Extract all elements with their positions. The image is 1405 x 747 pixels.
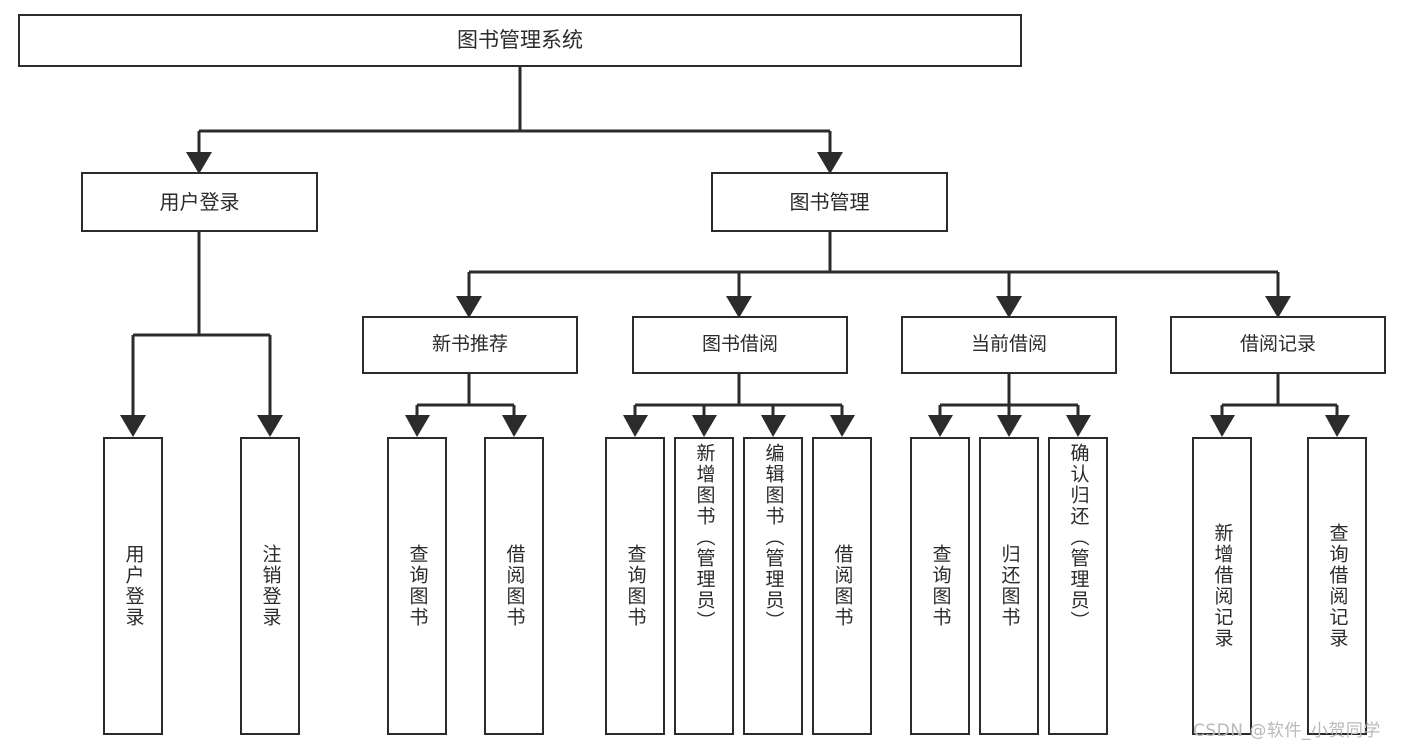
node-label: 借阅图书 (831, 544, 854, 628)
arrowhead-nsr-2 (502, 415, 527, 437)
arrowhead-bm-1 (456, 296, 482, 318)
node-label: 新增借阅记录 (1211, 523, 1234, 649)
node-label: 查询图书 (929, 544, 952, 628)
node-label: 新书推荐 (431, 333, 508, 356)
node-book-borrow[interactable]: 图书借阅 (632, 316, 848, 374)
leaf-record-query-record[interactable]: 查询借阅记录 (1307, 437, 1367, 735)
arrowhead-tsjy-1 (623, 415, 648, 437)
arrowhead-tsjy-3 (761, 415, 786, 437)
node-label: 查询图书 (624, 544, 647, 628)
arrowhead-book-manage (817, 152, 843, 174)
arrowhead-bm-3 (996, 296, 1022, 318)
leaf-current-query-book[interactable]: 查询图书 (910, 437, 970, 735)
leaf-current-confirm-return[interactable]: 确认归还（管理员） (1048, 437, 1108, 735)
leaf-record-add-record[interactable]: 新增借阅记录 (1192, 437, 1252, 735)
arrowhead-dqjy-1 (928, 415, 953, 437)
node-new-book-recommend[interactable]: 新书推荐 (362, 316, 578, 374)
leaf-inner: 编辑图书（管理员） (745, 439, 801, 737)
leaf-inner: 查询借阅记录 (1309, 439, 1365, 733)
leaf-user-login-logout[interactable]: 注销登录 (240, 437, 300, 735)
leaf-inner: 借阅图书 (486, 439, 542, 733)
node-label: 归还图书 (998, 544, 1021, 628)
leaf-inner: 查询图书 (607, 439, 663, 733)
leaf-inner: 确认归还（管理员） (1050, 439, 1106, 737)
arrowhead-dqjy-3 (1066, 415, 1091, 437)
node-label: 查询借阅记录 (1326, 523, 1349, 649)
csdn-watermark: CSDN @软件_小贺同学 (1193, 721, 1381, 741)
leaf-recommend-borrow-book[interactable]: 借阅图书 (484, 437, 544, 735)
node-label: 编辑图书（管理员） (762, 443, 785, 632)
arrowhead-bm-2 (726, 296, 752, 318)
leaf-recommend-query-book[interactable]: 查询图书 (387, 437, 447, 735)
leaf-inner: 查询图书 (389, 439, 445, 733)
node-label: 当前借阅 (970, 333, 1047, 356)
node-label: 图书借阅 (701, 333, 778, 356)
leaf-borrow-add-book[interactable]: 新增图书（管理员） (674, 437, 734, 735)
node-label: 借阅记录 (1239, 333, 1316, 356)
arrowhead-nsr-1 (405, 415, 430, 437)
leaf-borrow-query-book[interactable]: 查询图书 (605, 437, 665, 735)
node-label: 新增图书（管理员） (693, 443, 716, 632)
leaf-inner: 借阅图书 (814, 439, 870, 733)
arrowhead-user-login (186, 152, 212, 174)
arrowhead-tsjy-4 (830, 415, 855, 437)
arrowhead-bm-4 (1265, 296, 1291, 318)
node-borrow-record[interactable]: 借阅记录 (1170, 316, 1386, 374)
leaf-inner: 新增图书（管理员） (676, 439, 732, 737)
leaf-user-login-login[interactable]: 用户登录 (103, 437, 163, 735)
leaf-inner: 注销登录 (242, 439, 298, 733)
arrowhead-jyjl-2 (1325, 415, 1350, 437)
leaf-current-return-book[interactable]: 归还图书 (979, 437, 1039, 735)
node-book-management[interactable]: 图书管理 (711, 172, 948, 232)
node-label: 确认归还（管理员） (1067, 443, 1090, 632)
node-user-login[interactable]: 用户登录 (81, 172, 318, 232)
node-label: 图书管理 (789, 189, 870, 214)
arrowhead-jyjl-1 (1210, 415, 1235, 437)
leaf-borrow-borrow-book[interactable]: 借阅图书 (812, 437, 872, 735)
leaf-inner: 用户登录 (105, 439, 161, 733)
node-root-system[interactable]: 图书管理系统 (18, 14, 1022, 67)
node-label: 图书管理系统 (457, 28, 583, 53)
arrowhead-ul-1 (120, 415, 146, 437)
arrowheads (120, 152, 1350, 437)
arrowhead-dqjy-2 (997, 415, 1022, 437)
node-label: 注销登录 (259, 544, 282, 628)
node-current-borrow[interactable]: 当前借阅 (901, 316, 1117, 374)
arrowhead-tsjy-2 (692, 415, 717, 437)
arrowhead-ul-2 (257, 415, 283, 437)
leaf-inner: 新增借阅记录 (1194, 439, 1250, 733)
node-label: 用户登录 (159, 189, 240, 214)
leaf-borrow-edit-book[interactable]: 编辑图书（管理员） (743, 437, 803, 735)
node-label: 借阅图书 (503, 544, 526, 628)
leaf-inner: 归还图书 (981, 439, 1037, 733)
node-label: 查询图书 (406, 544, 429, 628)
node-label: 用户登录 (122, 544, 145, 628)
leaf-inner: 查询图书 (912, 439, 968, 733)
